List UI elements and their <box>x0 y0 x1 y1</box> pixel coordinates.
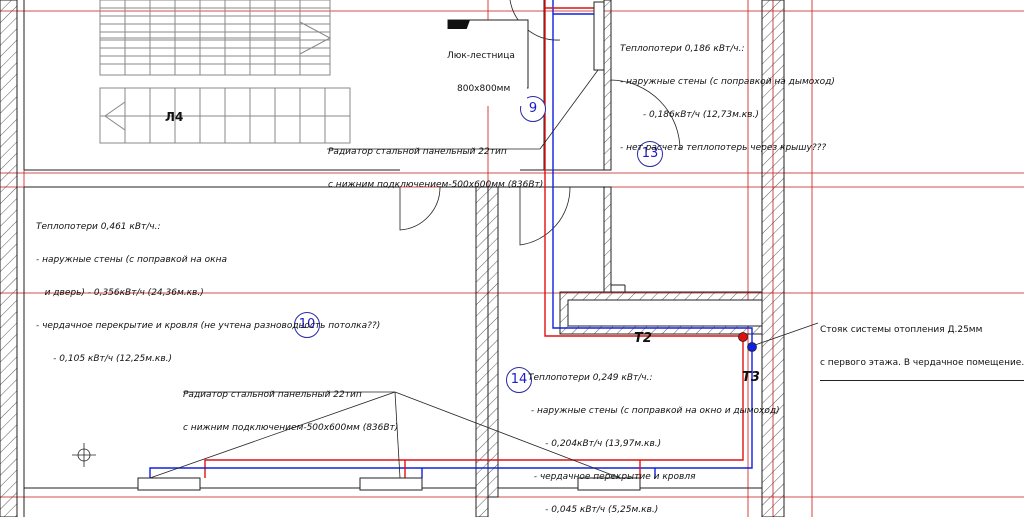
heatloss-room10-line-1: Теплопотери 0,461 кВт/ч.: <box>36 222 161 232</box>
heatloss-room14-line-4: - чердачное перекрытие и кровля <box>528 472 696 482</box>
heatloss-room13-line-2: - наружные стены (с поправкой на дымоход… <box>620 77 835 87</box>
staircase <box>99 0 351 144</box>
riser-t2-marker <box>738 332 748 342</box>
room-tag-9: 9 <box>520 96 546 122</box>
riser-note: Стояк системы отопления Д.25мм с первого… <box>820 303 1024 381</box>
heatloss-room14-line-5: - 0,045 кВт/ч (5,25м.кв.) <box>528 505 659 515</box>
heating-pipes <box>149 0 753 478</box>
heatloss-room14-line-3: - 0,204кВт/ч (13,97м.кв.) <box>528 439 662 449</box>
radiator-room9 <box>593 1 605 71</box>
riser-note-line-2: с первого этажа. В чердачное помещение. <box>820 358 1024 368</box>
room-tag-14: 14 <box>506 367 532 393</box>
heatloss-note-room10: Теплопотери 0,461 кВт/ч.: - наружные сте… <box>36 200 380 376</box>
crosshair-icon <box>72 443 96 467</box>
exterior-walls <box>0 0 785 517</box>
room-tag-13: 13 <box>637 141 663 167</box>
radiator-note-bottom: Радиатор стальной панельный 22тип с нижн… <box>183 368 398 445</box>
hatch-line-1: Люк-лестница <box>447 51 515 61</box>
riser-label-t3: Т3 <box>742 370 760 385</box>
radiator-note-top-line-2: с нижним подключением-500х600мм (836Вт) <box>328 180 544 190</box>
riser-t3-marker <box>747 342 757 352</box>
radiator-note-top: Радиатор стальной панельный 22тип с нижн… <box>328 125 543 202</box>
room-tag-10: 10 <box>294 312 320 338</box>
radiator-note-top-line-1: Радиатор стальной панельный 22тип <box>328 147 507 157</box>
radiator-room14 <box>577 477 641 491</box>
hatch-label: Люк-лестница 800х800мм <box>447 29 527 106</box>
heatloss-room14-line-2: - наружные стены (с поправкой на окно и … <box>528 406 780 416</box>
radiators <box>137 1 641 491</box>
heatloss-room10-line-5: - 0,105 кВт/ч (12,25м.кв.) <box>36 354 173 364</box>
heatloss-room10-line-3: и дверь) - 0,356кВт/ч (24,36м.кв.) <box>36 288 204 298</box>
radiator-note-bottom-line-2: с нижним подключением-500х600мм (836Вт) <box>183 423 399 433</box>
radiator-room10-left <box>137 477 201 491</box>
riser-note-line-1: Стояк системы отопления Д.25мм <box>820 325 983 335</box>
heatloss-note-room14: Теплопотери 0,249 кВт/ч.: - наружные сте… <box>528 351 780 527</box>
heatloss-room14-line-1: Теплопотери 0,249 кВт/ч.: <box>528 373 653 383</box>
heatloss-room10-line-4: - чердачное перекрытие и кровля (не учте… <box>36 321 381 331</box>
heatloss-room13-line-1: Теплопотери 0,186 кВт/ч.: <box>620 44 745 54</box>
hatch-line-2: 800х800мм <box>457 84 511 94</box>
leader-lines <box>149 69 819 479</box>
riser-label-t2: Т2 <box>634 331 652 346</box>
heatloss-room10-line-2: - наружные стены (с поправкой на окна <box>36 255 228 265</box>
radiator-room10-right <box>359 477 423 491</box>
room-label-l4: Л4 <box>165 110 184 124</box>
heatloss-room13-line-4: - нет расчета теплопотерь через крышу??? <box>620 143 827 153</box>
heatloss-note-room13: Теплопотери 0,186 кВт/ч.: - наружные сте… <box>620 22 835 165</box>
heatloss-room13-line-3: - 0,186кВт/ч (12,73м.кв.) <box>620 110 759 120</box>
radiator-note-bottom-line-1: Радиатор стальной панельный 22тип <box>183 390 362 400</box>
